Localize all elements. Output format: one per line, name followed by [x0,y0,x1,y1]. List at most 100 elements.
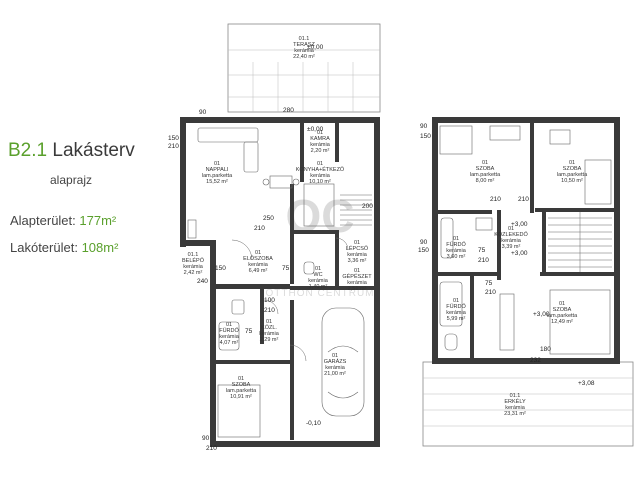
room-area: 23,31 m² [504,411,526,417]
room-name: BELÉPŐ [182,257,205,264]
room-floor: kerámia [310,173,331,179]
room-area: 5,99 m² [447,316,466,322]
room-area: 21,00 m² [324,371,346,377]
room-num: 01 [508,226,514,232]
room-name: KAMRA [310,136,330,142]
room-area: 2,42 m² [184,270,203,276]
room-name: GÉPÉSZET [342,273,372,280]
room-floor: lam.parketta [202,173,233,179]
room-num: 01 [238,376,244,382]
room-num: 01 [255,250,261,256]
dim-label: 210 [206,445,217,452]
room-floor: kerámia [310,142,331,148]
dim-label: 75 [245,328,253,335]
dim-label: 150 [168,135,179,142]
stat-base-area: Alapterület: 177m² [10,213,116,228]
room-num: 01.1 [188,252,199,258]
room-floor: kerámia [505,405,526,411]
ground-floor [180,23,381,447]
room-name: KÖZL. [261,324,277,331]
room-area: 10,91 m² [230,394,252,400]
room-floor: kerámia [347,252,368,258]
room-floor: kerámia [446,310,467,316]
room-num: 01 [226,322,232,328]
room-name: SZOBA [553,307,572,313]
upper-floor [422,117,634,447]
room-area: 3,60 m² [447,254,466,260]
room-area: 22,40 m² [293,54,315,60]
room-name: SZOBA [563,166,582,172]
room-num: 01 [569,160,575,166]
dim-label: 75 [282,265,290,272]
room-name: FÜRDŐ [446,241,466,248]
dim-label: 75 [478,247,486,254]
dim-label: 210 [254,225,265,232]
dim-label: 200 [362,203,373,210]
level-mark: ±0,00 [307,44,324,51]
room-num: 01 [482,160,488,166]
dim-label: 250 [263,215,274,222]
stat-value: 108m² [81,240,119,255]
room-name: NAPPALI [206,167,229,173]
room-area: 10,10 m² [309,179,331,185]
room-num: 01 [266,319,272,325]
room-area: 3,39 m² [502,244,521,250]
room-floor: kerámia [259,331,280,337]
dim-label: 210 [485,289,496,296]
room-floor: lam.parketta [547,313,578,319]
level-mark: +3,00 [511,221,528,228]
ground-stairs [340,194,372,226]
dim-label: 280 [283,107,294,114]
room-area: 2,29 m² [260,337,279,343]
room-area: 4,07 m² [220,340,239,346]
level-mark: +3,00 [533,311,550,318]
room-num: 01 [317,130,323,136]
room-num: 01 [332,353,338,359]
room-area: 1,40 m² [309,284,328,290]
room-area: 3,36 m² [348,258,367,264]
watermark-logo: OC [286,190,355,242]
room-name: SZOBA [476,166,495,172]
plan-subtitle: alaprajz [50,173,93,187]
dim-label: 150 [418,247,429,254]
room-area: 15,52 m² [206,179,228,185]
dim-label: 232 [530,357,541,364]
upper-walls [432,117,620,364]
level-mark: +3,08 [578,380,595,387]
terrace-outline [227,23,381,113]
room-num: 01.1 [510,393,521,399]
room-floor: kerámia [294,48,315,54]
room-area: 10,50 m² [561,178,583,184]
dim-label: 210 [490,196,501,203]
room-floor: kerámia [446,248,467,254]
room-name: WC [313,272,322,278]
room-num: 01 [354,240,360,246]
room-name: ERKÉLY [504,398,526,405]
dim-label: 210 [518,196,529,203]
dim-label: 90 [202,435,210,442]
dim-label: 240 [197,278,208,285]
room-area: 2,20 m² [311,148,330,154]
room-floor: kerámia [308,278,329,284]
dimensions: ±0,00 ±0,00 -0,10 +3,00 +3,00 +3,00 +3,0… [168,44,595,452]
stat-living-area: Lakóterület: 108m² [10,240,118,255]
room-floor: kerámia [248,262,269,268]
